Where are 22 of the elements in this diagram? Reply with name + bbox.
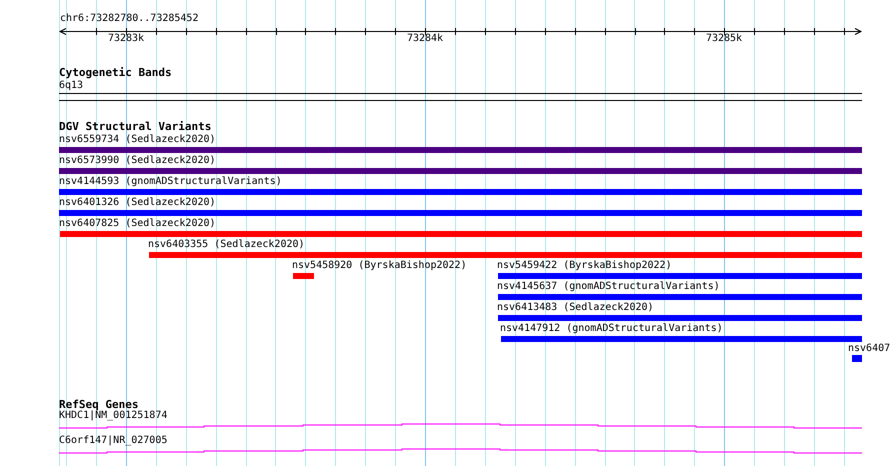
tick-label: 73284k	[406, 33, 444, 45]
variant-label: nsv6407	[848, 343, 890, 354]
track-title: DGV Structural Variants	[59, 120, 212, 133]
track-title: RefSeq Genes	[59, 398, 138, 411]
band-label: 6q13	[59, 80, 84, 91]
gene-label: KHDC1|NM_001251874	[59, 410, 168, 421]
variant-label: nsv6573990 (Sedlazeck2020)	[59, 155, 216, 166]
variant-label: nsv4147912 (gnomADStructuralVariants)	[500, 323, 723, 334]
tick-label: 73283k	[108, 33, 144, 45]
variant-label: nsv5459422 (ByrskaBishop2022)	[497, 260, 672, 271]
region-label: chr6:73282780..73285452	[60, 13, 198, 25]
tick-label: 73285k	[706, 33, 742, 45]
variant-label: nsv6401326 (Sedlazeck2020)	[59, 197, 216, 208]
variant-label: nsv6407825 (Sedlazeck2020)	[59, 218, 216, 229]
variant-label: nsv4145637 (gnomADStructuralVariants)	[497, 281, 720, 292]
track-title: Cytogenetic Bands	[59, 66, 172, 79]
variant-label: nsv5458920 (ByrskaBishop2022)	[292, 260, 467, 271]
variant-label: nsv6559734 (Sedlazeck2020)	[59, 134, 216, 145]
variant-label: nsv6413483 (Sedlazeck2020)	[497, 302, 654, 313]
gene-label: C6orf147|NR_027005	[59, 435, 168, 446]
variant-label: nsv6403355 (Sedlazeck2020)	[148, 239, 305, 250]
variant-label: nsv4144593 (gnomADStructuralVariants)	[59, 176, 282, 187]
